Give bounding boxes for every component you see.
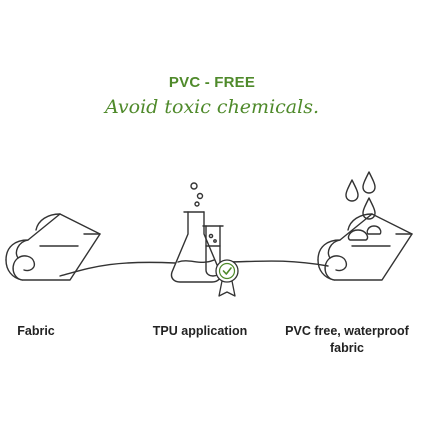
waterproof-fabric-icon xyxy=(317,171,413,281)
page-subtitle: Avoid toxic chemicals. xyxy=(104,96,319,118)
step-label-pvc-free-fabric: PVC free, waterproof fabric xyxy=(285,324,409,355)
connector-line xyxy=(59,260,329,277)
step-label-tpu-application: TPU application xyxy=(152,324,248,338)
page-title: PVC - FREE xyxy=(168,74,256,91)
step-label-fabric: Fabric xyxy=(17,324,55,338)
check-badge-icon xyxy=(215,259,239,297)
rolled-fabric-icon xyxy=(5,213,101,281)
flask-test-tube-icon xyxy=(170,182,224,283)
